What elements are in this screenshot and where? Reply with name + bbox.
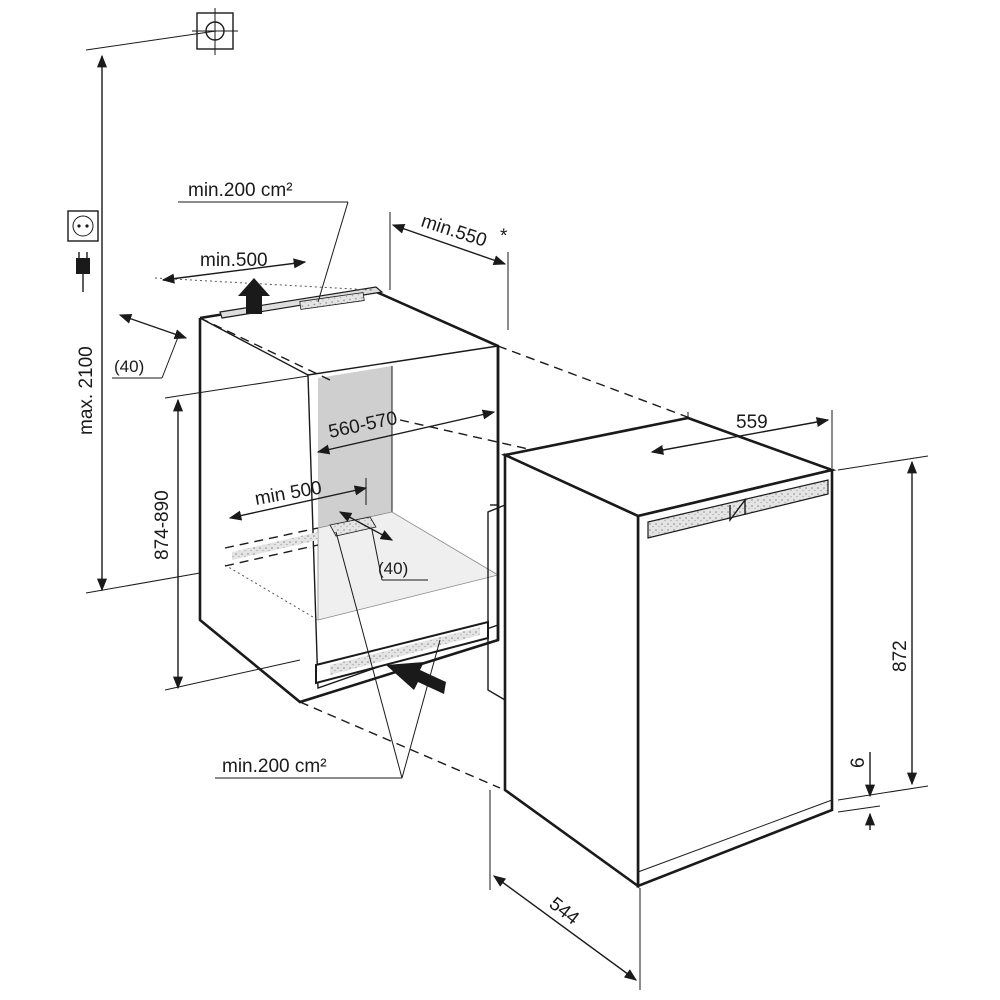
foot-gap-label: 6 [848,757,869,768]
vent-area-top-label: min.200 cm² [188,180,293,201]
niche-cabinet [198,286,500,704]
appliance-height-dimension: 872 [837,455,929,801]
niche-height-label: 874-890 [152,490,173,560]
vent-area-bottom-label: min.200 cm² [222,756,327,777]
niche-height-dimension: 874-890 [152,375,309,691]
niche-depth-dimension: min.550 * [389,211,509,330]
top-opening-label: min.500 [200,250,268,271]
appliance-width-label: 559 [736,412,768,433]
top-offset-label: (40) [114,357,144,376]
airflow-out-arrow-icon [238,278,270,314]
airflow-in-arrow-icon [386,662,446,694]
foot-gap-dimension: 6 [837,752,881,830]
top-offset-dimension: (40) [112,313,188,379]
power-socket-icon [67,210,99,242]
appliance-width-dimension: 559 [650,410,833,468]
top-opening-dimension: min.500 [161,250,307,284]
vent-area-top-callout: min.200 cm² [178,180,349,303]
power-plug-icon [76,252,90,292]
max-height-dimension: max. 2100 [76,54,108,592]
bottom-offset-dimension: (40) [338,511,428,581]
appliance [487,416,837,889]
max-height-label: max. 2100 [76,346,97,435]
niche-depth-star: * [500,226,508,247]
vent-area-bottom-callout: min.200 cm² [215,531,441,779]
appliance-height-label: 872 [890,640,911,672]
appliance-depth-label: 544 [545,893,583,929]
reference-line-top [85,30,217,51]
bottom-offset-label: (40) [378,559,408,578]
reference-line-floor [85,572,201,594]
